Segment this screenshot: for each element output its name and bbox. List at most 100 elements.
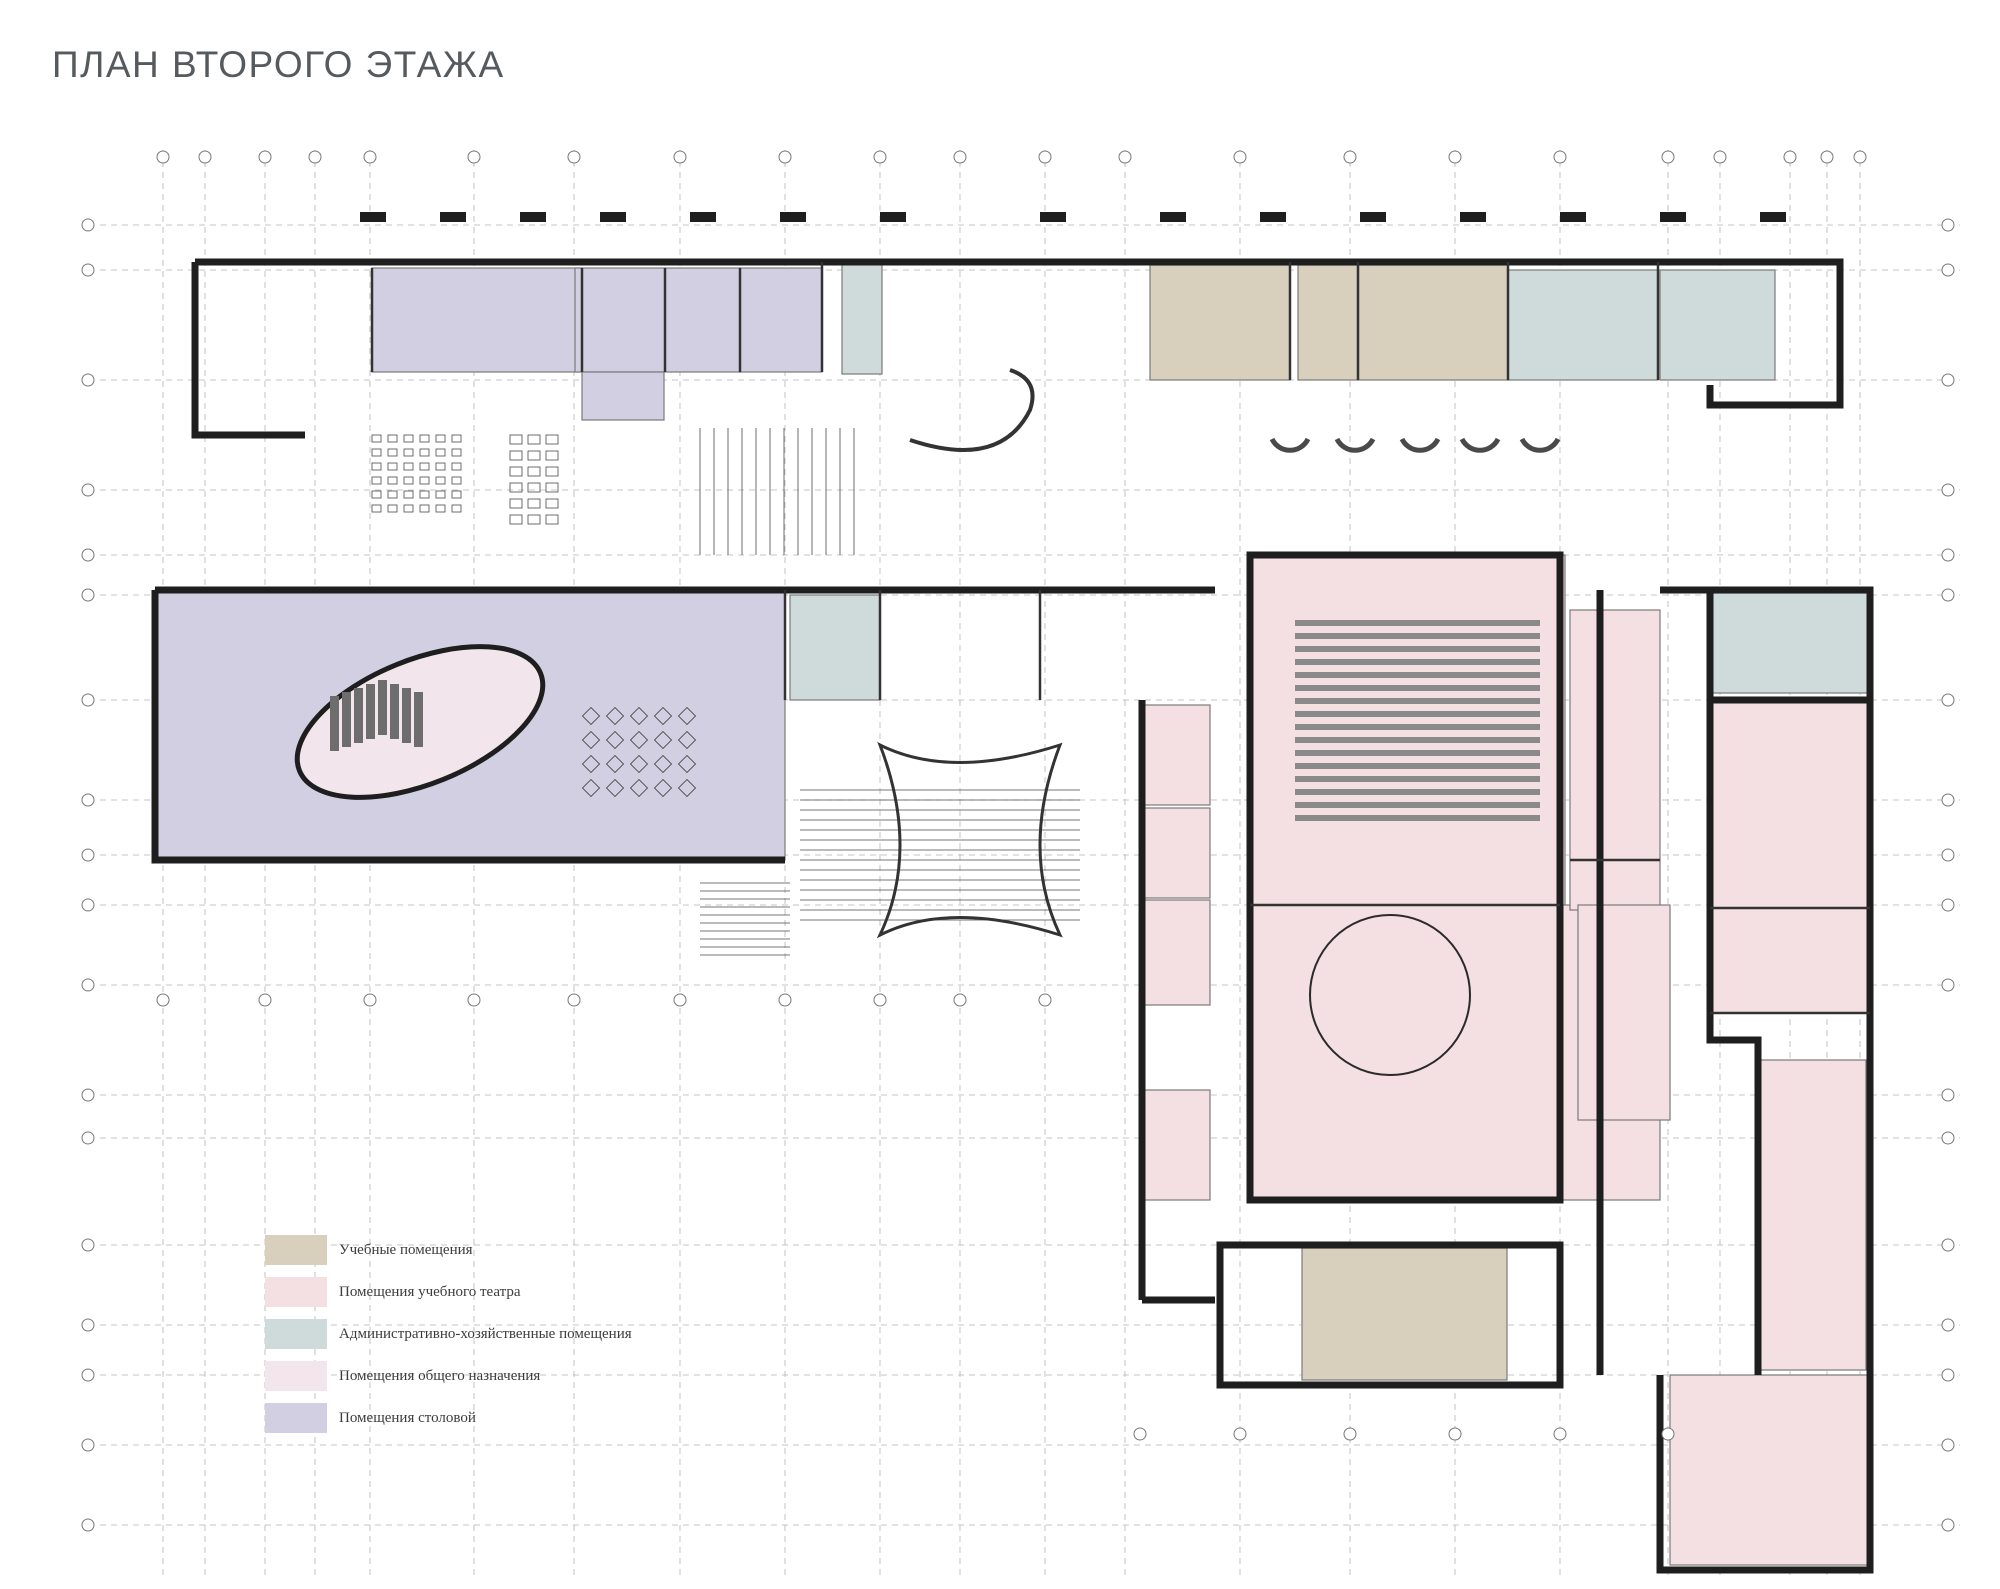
- table: [371, 434, 382, 443]
- table: [403, 462, 414, 471]
- table: [629, 778, 649, 798]
- table: [419, 490, 430, 499]
- axis-marker-right: [1941, 978, 1955, 992]
- axis-marker-top: [198, 150, 212, 164]
- axis-marker-bottom: [1038, 993, 1052, 1007]
- seating-row: [1295, 789, 1540, 795]
- seating-row: [378, 680, 387, 735]
- seating-row: [1295, 737, 1540, 743]
- room-dining: [371, 267, 583, 373]
- axis-marker-bottom: [156, 993, 170, 1007]
- room-theatre: [1141, 899, 1211, 1006]
- axis-marker-bottom: [258, 993, 272, 1007]
- axis-marker-left: [81, 1438, 95, 1452]
- legend-swatch-common: [265, 1361, 327, 1391]
- column: [880, 212, 906, 222]
- seating-row: [1295, 763, 1540, 769]
- axis-marker-right: [1941, 1368, 1955, 1382]
- column: [360, 212, 386, 222]
- table: [605, 706, 625, 726]
- legend-label: Административно-хозяйственные помещения: [339, 1325, 632, 1342]
- table: [629, 730, 649, 750]
- axis-marker-top: [873, 150, 887, 164]
- seating-row: [1295, 685, 1540, 691]
- table: [545, 450, 559, 461]
- axis-marker-right: [1941, 1238, 1955, 1252]
- room-administrative: [789, 594, 881, 701]
- room-zones: [154, 261, 1871, 1566]
- table: [653, 706, 673, 726]
- column: [780, 212, 806, 222]
- lounge-sofa: [1519, 437, 1561, 453]
- column: [1560, 212, 1586, 222]
- room-theatre: [1569, 609, 1661, 911]
- table: [629, 754, 649, 774]
- axis-marker-left: [81, 1238, 95, 1252]
- table: [527, 434, 541, 445]
- seating-row: [354, 688, 363, 743]
- table: [677, 730, 697, 750]
- table: [527, 466, 541, 477]
- axis-marker-left: [81, 1088, 95, 1102]
- legend-item-educational: Учебные помещения: [265, 1235, 785, 1265]
- table: [545, 498, 559, 509]
- table: [653, 730, 673, 750]
- table: [451, 476, 462, 485]
- legend: Учебные помещения Помещения учебного теа…: [265, 1235, 785, 1445]
- table: [435, 504, 446, 513]
- axis-marker-bottom: [873, 993, 887, 1007]
- seating-row: [1295, 711, 1540, 717]
- seating-row: [330, 696, 339, 751]
- column: [690, 212, 716, 222]
- table: [653, 778, 673, 798]
- table: [435, 490, 446, 499]
- seating-row: [1295, 776, 1540, 782]
- room-dining: [581, 371, 665, 421]
- seating-row: [1295, 815, 1540, 821]
- axis-marker-left: [81, 218, 95, 232]
- axis-marker-left: [81, 978, 95, 992]
- column: [1160, 212, 1186, 222]
- table: [581, 778, 601, 798]
- lounge-sofa: [1269, 437, 1311, 453]
- axis-marker-right: [1941, 848, 1955, 862]
- seating-row: [402, 688, 411, 743]
- column: [1260, 212, 1286, 222]
- axis-marker-bottom: [1343, 1427, 1357, 1441]
- table: [387, 504, 398, 513]
- table: [403, 504, 414, 513]
- axis-marker-left: [81, 1368, 95, 1382]
- axis-marker-right: [1941, 263, 1955, 277]
- table: [527, 514, 541, 525]
- axis-marker-right: [1941, 548, 1955, 562]
- table: [509, 514, 523, 525]
- axis-marker-right: [1941, 898, 1955, 912]
- seating-row: [1295, 620, 1540, 626]
- axis-marker-bottom: [1553, 1427, 1567, 1441]
- exterior-wall: [151, 590, 785, 864]
- legend-swatch-dining: [265, 1403, 327, 1433]
- table: [605, 754, 625, 774]
- table: [371, 504, 382, 513]
- table: [509, 466, 523, 477]
- axis-marker-bottom: [1661, 1427, 1675, 1441]
- legend-label: Помещения общего назначения: [339, 1367, 541, 1384]
- column: [1660, 212, 1686, 222]
- legend-label: Учебные помещения: [339, 1241, 473, 1258]
- axis-marker-top: [363, 150, 377, 164]
- axis-marker-bottom: [1133, 1427, 1147, 1441]
- axis-marker-bottom: [673, 993, 687, 1007]
- table: [419, 462, 430, 471]
- axis-marker-left: [81, 898, 95, 912]
- axis-marker-top: [1713, 150, 1727, 164]
- furniture-layout: [294, 368, 1561, 1076]
- table: [387, 448, 398, 457]
- axis-marker-right: [1941, 1131, 1955, 1145]
- column: [1460, 212, 1486, 222]
- lounge-sofa: [1334, 437, 1376, 453]
- axis-marker-left: [81, 1131, 95, 1145]
- table: [653, 754, 673, 774]
- table: [509, 450, 523, 461]
- table: [419, 448, 430, 457]
- axis-marker-right: [1941, 1438, 1955, 1452]
